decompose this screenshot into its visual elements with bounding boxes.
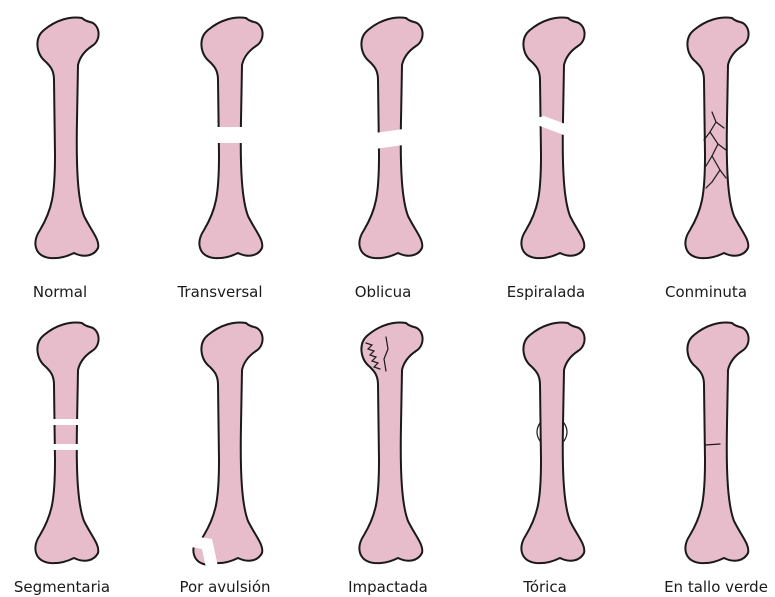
bone-en-tallo-verde [685, 323, 748, 564]
label-torica: Tórica [522, 578, 567, 596]
label-en-tallo-verde: En tallo verde [664, 578, 768, 596]
bone-torica [521, 323, 584, 564]
bone-segmentaria [35, 323, 98, 564]
bone-conminuta [685, 18, 748, 259]
label-normal: Normal [33, 283, 87, 301]
label-transversal: Transversal [176, 283, 262, 301]
label-impactada: Impactada [348, 578, 428, 596]
bone-transversal [199, 18, 262, 259]
label-por-avulsion: Por avulsión [179, 578, 270, 596]
bone-por-avulsion [193, 323, 262, 566]
label-segmentaria: Segmentaria [14, 578, 110, 596]
label-oblicua: Oblicua [355, 283, 412, 301]
bone-impactada [359, 323, 422, 564]
bone-normal [35, 18, 98, 259]
bone-espiralada [521, 18, 584, 259]
label-conminuta: Conminuta [665, 283, 747, 301]
bone-oblicua [359, 18, 422, 259]
label-espiralada: Espiralada [507, 283, 585, 301]
